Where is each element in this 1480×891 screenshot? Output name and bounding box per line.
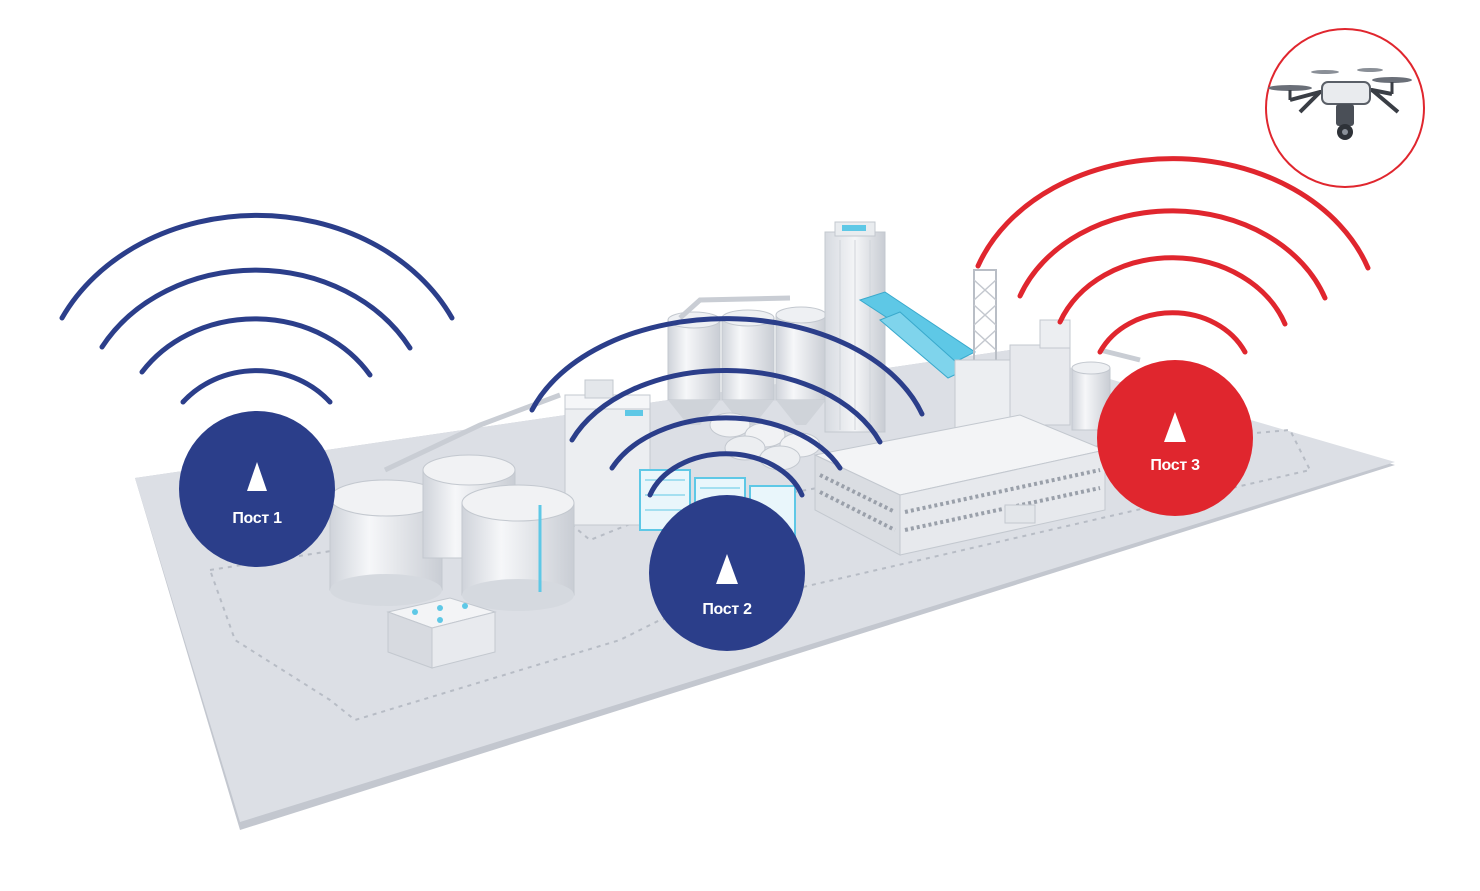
right-structures bbox=[954, 319, 1111, 431]
drone-badge[interactable] bbox=[1265, 28, 1425, 188]
guard-house bbox=[386, 597, 497, 669]
processing-tower bbox=[824, 221, 886, 433]
post-marker-1[interactable]: Пост 1 bbox=[179, 411, 335, 567]
triangle-up-icon bbox=[247, 462, 267, 491]
drone-icon bbox=[1268, 68, 1412, 140]
silo-group-front bbox=[329, 454, 575, 611]
lattice-tower bbox=[973, 269, 997, 371]
post-marker-3[interactable]: Пост 3 bbox=[1097, 360, 1253, 516]
silo-group-back bbox=[667, 306, 827, 425]
post-label-3: Пост 3 bbox=[1150, 457, 1200, 474]
post-label-1: Пост 1 bbox=[232, 510, 282, 527]
post-marker-2[interactable]: Пост 2 bbox=[649, 495, 805, 651]
triangle-up-icon bbox=[716, 554, 738, 584]
central-block bbox=[564, 379, 651, 526]
triangle-up-icon bbox=[1164, 412, 1186, 442]
signal-waves-post-3 bbox=[975, 156, 1371, 355]
main-building bbox=[813, 414, 1107, 556]
signal-waves-post-2 bbox=[529, 316, 925, 498]
signal-waves-post-1 bbox=[59, 212, 455, 405]
post-label-2: Пост 2 bbox=[702, 601, 752, 618]
